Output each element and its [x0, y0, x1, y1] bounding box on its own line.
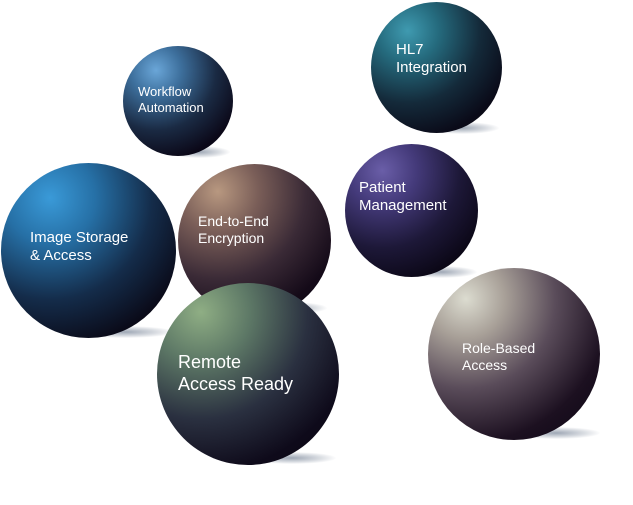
workflow-label-line1: Workflow — [138, 84, 192, 99]
role-based-access-sphere — [428, 268, 600, 440]
role-label-line2: Access — [462, 356, 508, 373]
role-based-access-label: Role-Based Access — [462, 340, 535, 374]
hl7-label-line2: Integration — [396, 59, 467, 76]
role-label-line1: Role-Based — [462, 340, 536, 356]
remote-access-sphere — [157, 283, 339, 465]
patient-management-label: Patient Management — [359, 179, 447, 215]
remote-label-line2: Access Ready — [178, 373, 294, 394]
remote-access-label: Remote Access Ready — [178, 352, 293, 395]
hl7-integration-sphere — [371, 2, 502, 133]
image-storage-label-line2: & Access — [30, 247, 92, 264]
workflow-label-line2: Automation — [138, 99, 204, 115]
image-storage-sphere — [1, 163, 176, 338]
workflow-automation-label: Workflow Automation — [138, 84, 204, 115]
encryption-label-line2: Encryption — [198, 229, 265, 246]
patient-label-line1: Patient — [359, 179, 406, 196]
patient-management-sphere — [345, 144, 478, 277]
image-storage-label: Image Storage & Access — [30, 229, 128, 265]
hl7-label-line1: HL7 — [396, 41, 424, 58]
hl7-integration-label: HL7 Integration — [396, 41, 467, 77]
image-storage-label-line1: Image Storage — [30, 229, 129, 246]
patient-label-line2: Management — [359, 197, 447, 214]
encryption-label-line1: End-to-End — [198, 213, 269, 229]
workflow-automation-sphere — [123, 46, 233, 156]
remote-label-line1: Remote — [178, 352, 242, 372]
encryption-label: End-to-End Encryption — [198, 213, 269, 247]
